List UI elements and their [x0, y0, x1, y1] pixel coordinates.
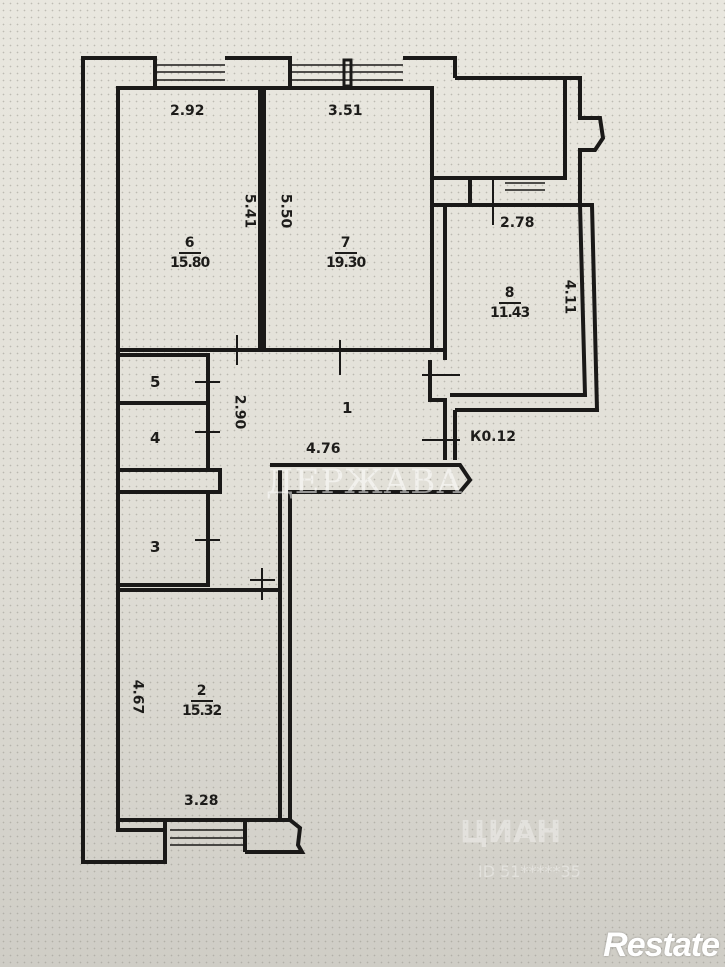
- room-1: 1: [342, 398, 352, 417]
- dim-room2-length: 4.67: [129, 679, 146, 715]
- portal-watermark: ЦИАН: [460, 815, 562, 850]
- room-number: 1: [342, 399, 352, 417]
- agency-watermark: ДЕРЖАВА: [266, 462, 464, 502]
- dim-room2-width: 3.28: [184, 793, 219, 809]
- room-number: 8: [498, 285, 521, 304]
- room-5: 5: [150, 372, 160, 391]
- room-number: 3: [150, 538, 160, 556]
- portal-id-watermark: ID 51*****35: [478, 862, 581, 881]
- niche-label: К0.12: [470, 429, 516, 445]
- dim-room8-length: 4.11: [561, 279, 578, 315]
- restate-logo: Restate: [603, 926, 720, 964]
- dim-room8-width: 2.78: [500, 215, 535, 231]
- room-area: 11.43: [490, 305, 530, 321]
- room-6: 6 15.80: [170, 232, 210, 271]
- room-3: 3: [150, 537, 160, 556]
- dim-room7-length: 5.50: [277, 193, 294, 229]
- dim-room7-width: 3.51: [328, 103, 363, 119]
- room-4: 4: [150, 428, 160, 447]
- room-2: 2 15.32: [182, 680, 222, 719]
- room-8: 8 11.43: [490, 282, 530, 321]
- room-area: 19.30: [326, 255, 366, 271]
- room-number: 5: [150, 373, 160, 391]
- room-area: 15.80: [170, 255, 210, 271]
- room-area: 15.32: [182, 703, 222, 719]
- dim-hall-length: 4.76: [306, 441, 341, 457]
- dim-room6-length: 5.41: [241, 193, 258, 229]
- room-number: 7: [334, 235, 357, 254]
- room-number: 4: [150, 429, 160, 447]
- dim-hall-width: 2.90: [231, 394, 248, 430]
- room-7: 7 19.30: [326, 232, 366, 271]
- room-number: 6: [178, 235, 201, 254]
- dim-room6-width: 2.92: [170, 103, 205, 119]
- room-number: 2: [190, 683, 213, 702]
